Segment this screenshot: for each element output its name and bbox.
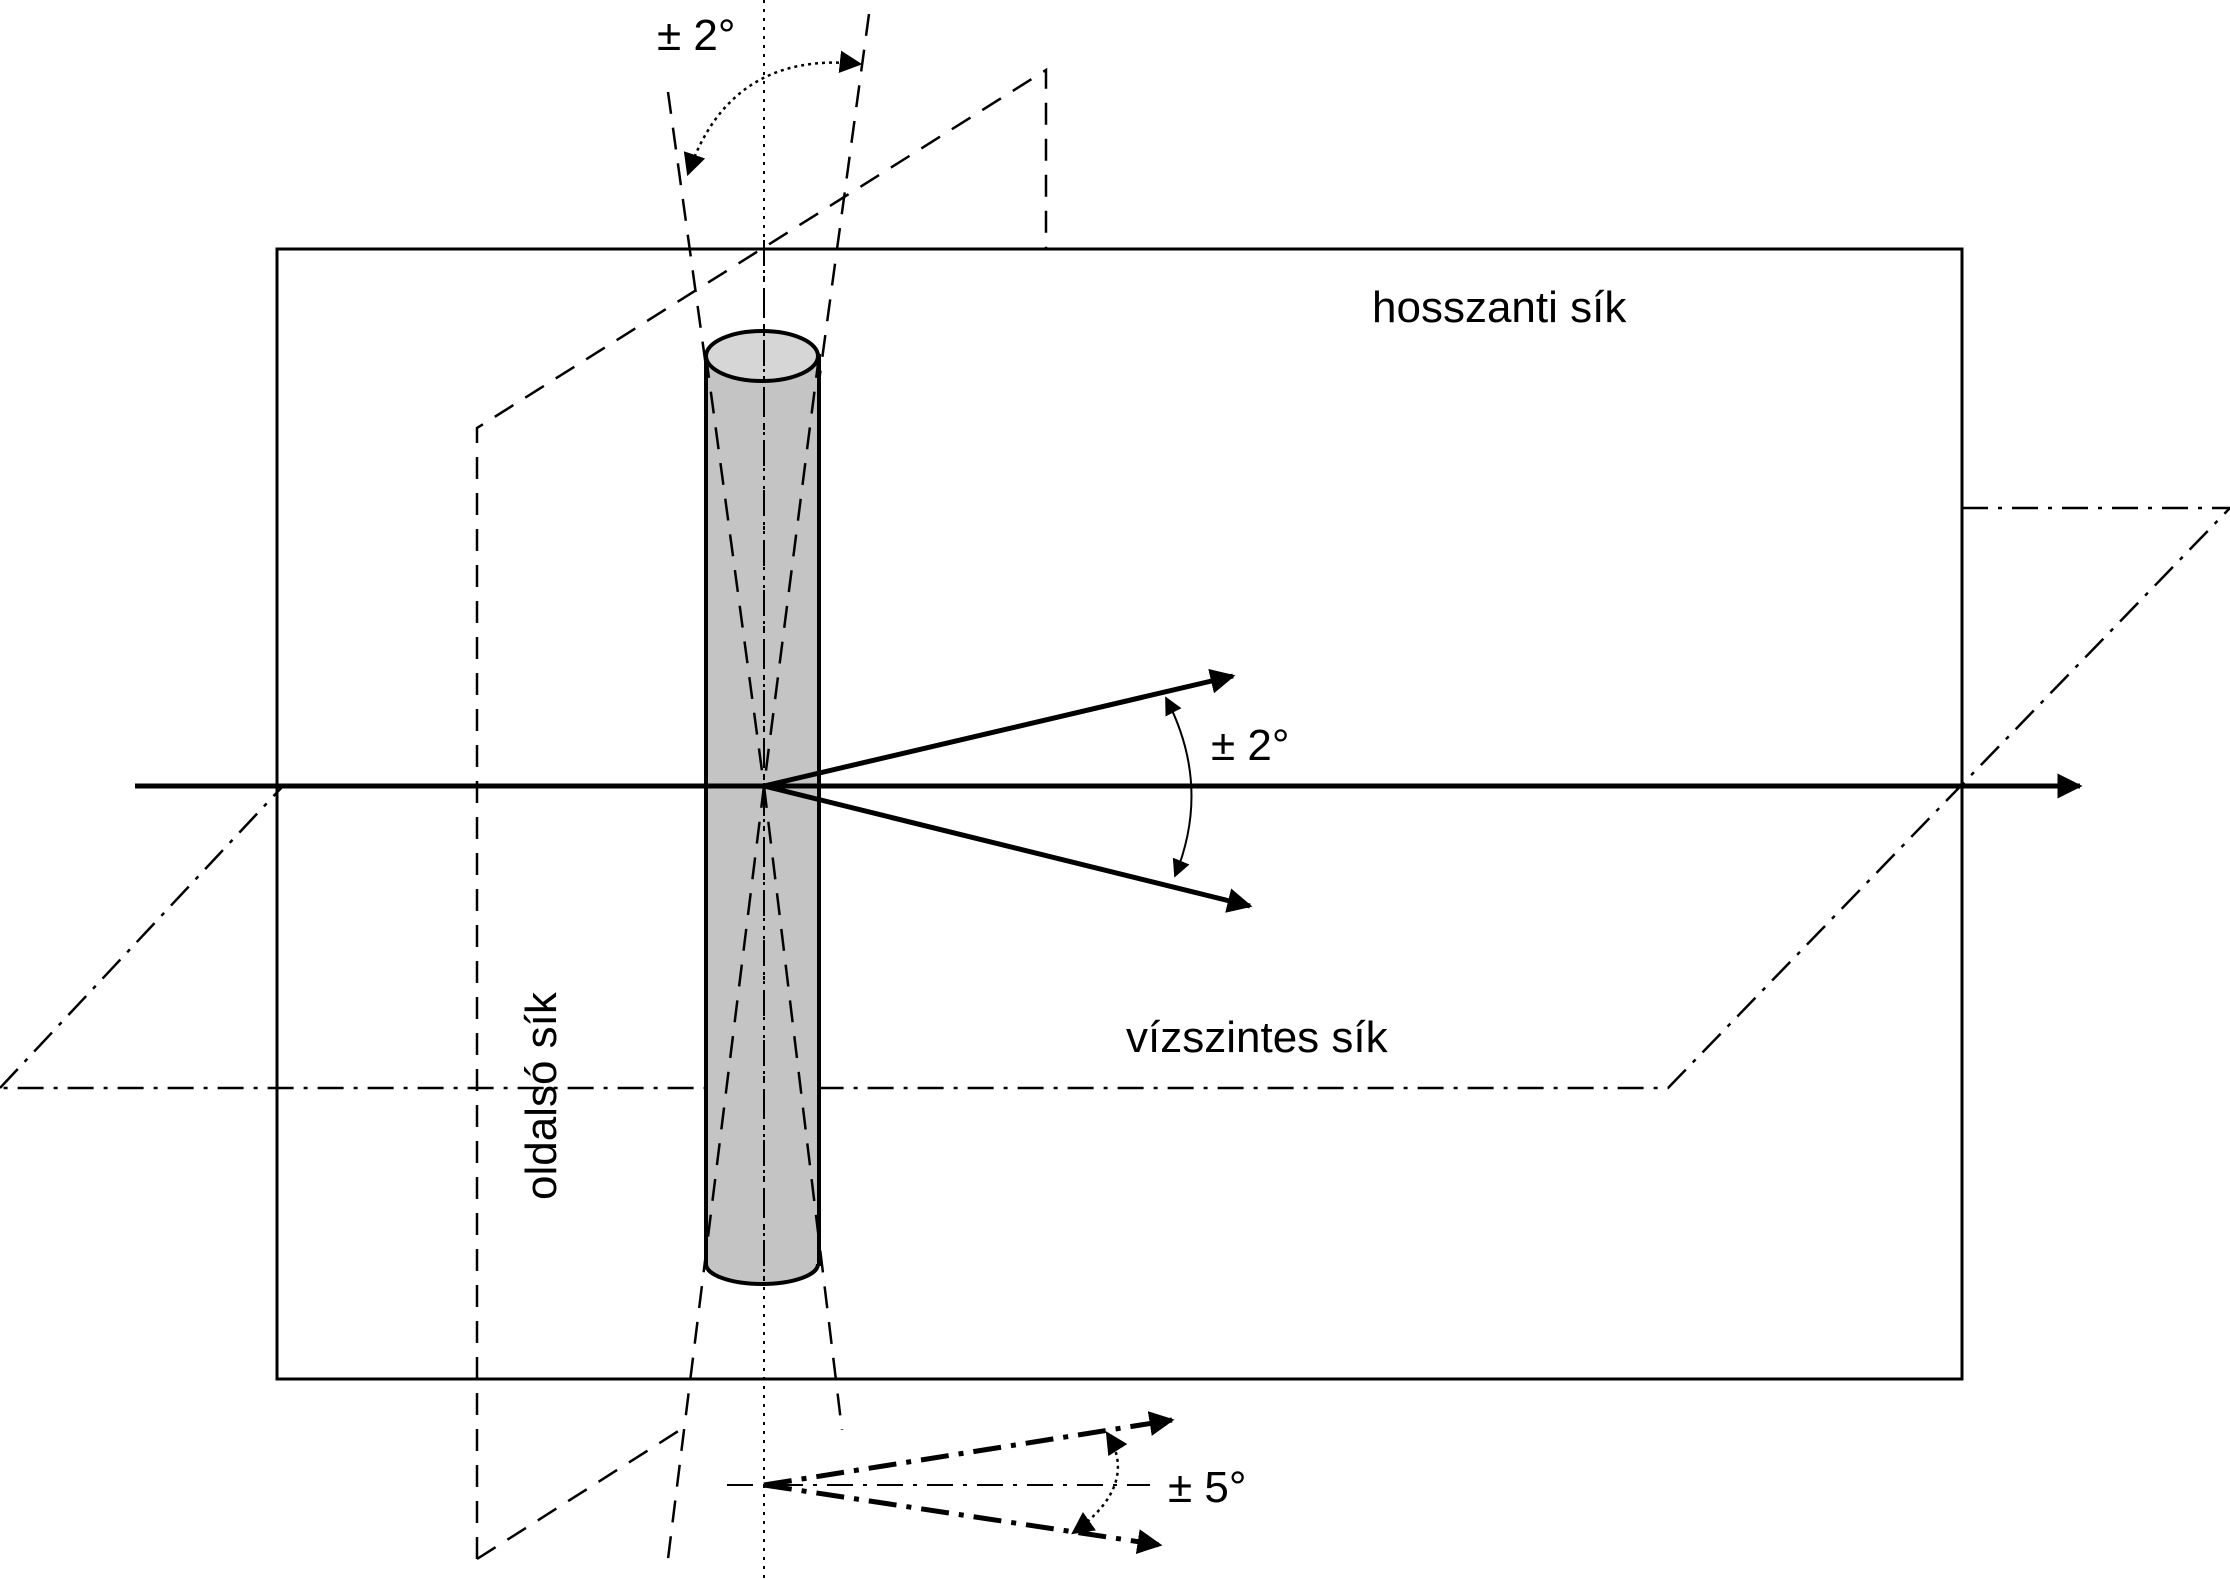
- cylinder-top: [704, 329, 820, 383]
- vertical-tilt-lines-bottom: [666, 355, 844, 1560]
- lateral-plane: [475, 67, 1048, 1561]
- lower-deviation-arrow: [763, 783, 1253, 913]
- horizontal-angle-label: ± 2°: [1211, 721, 1289, 770]
- upper-deviation-arrow: [763, 668, 1236, 789]
- tilt-angle-label: ± 2°: [657, 11, 735, 60]
- horizontal-angle-arc: [1165, 696, 1193, 878]
- bottom-upper-arrow: [763, 1411, 1175, 1488]
- horizontal-plane-label: vízszintes sík: [1126, 1013, 1389, 1062]
- bottom-angle-arc: [1071, 1431, 1128, 1535]
- longitudinal-plane-label: hosszanti sík: [1372, 283, 1627, 332]
- lateral-plane-label: oldalsó sík: [517, 991, 566, 1200]
- horizontal-plane: [0, 506, 2230, 1090]
- tilt-angle-arc: [683, 50, 863, 177]
- bottom-angle-label: ± 5°: [1168, 1463, 1246, 1512]
- cylinder: [704, 329, 821, 1286]
- bottom-lower-arrow: [763, 1482, 1163, 1554]
- cylinder-body: [704, 354, 821, 1266]
- longitudinal-plane-rectangle: [275, 247, 1964, 1381]
